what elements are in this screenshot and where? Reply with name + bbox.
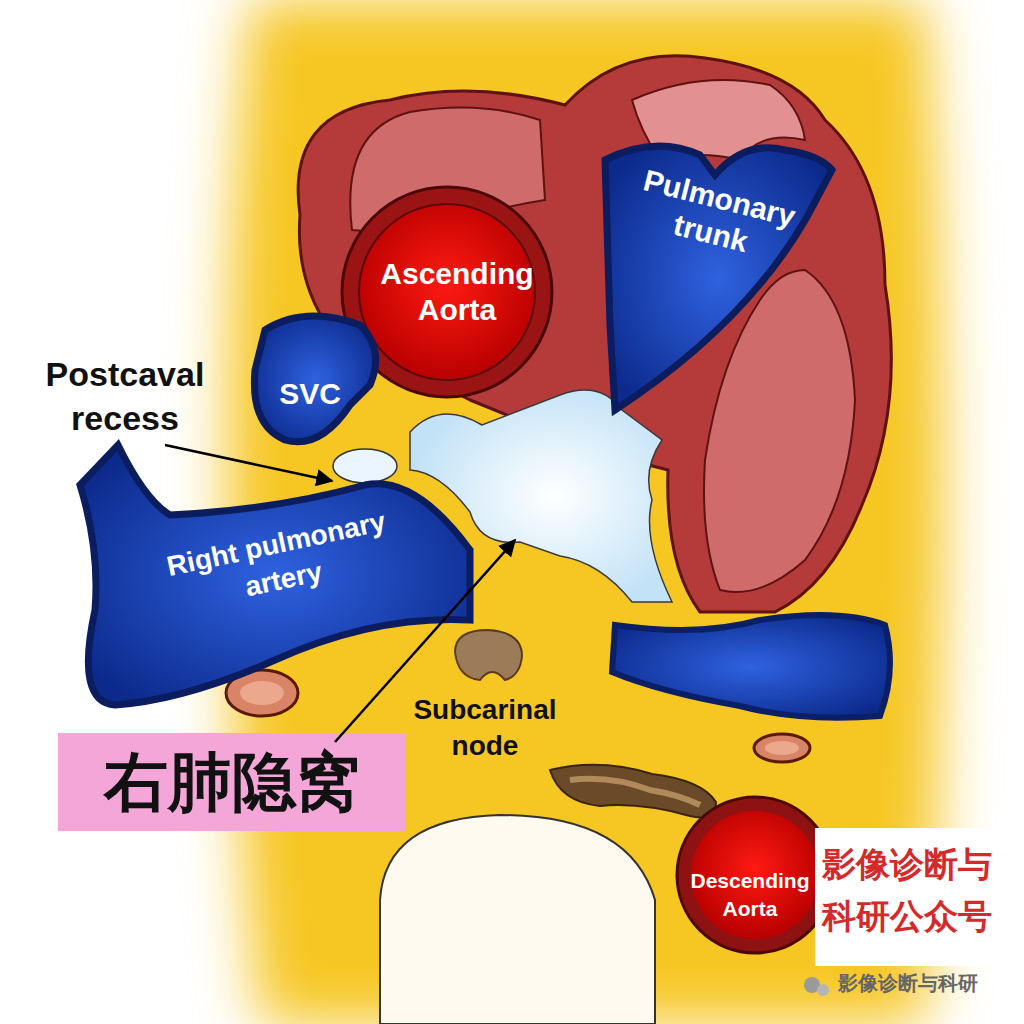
structure-label: Subcarinal node [385,692,585,764]
vertebral-body [380,815,655,1024]
callout-box: 右肺隐窝 [58,733,405,831]
esophagus-lumen [570,779,700,805]
left-pulmonary-artery [612,615,890,718]
bronchus-lumen [765,741,799,755]
leader-line [165,445,332,481]
bronchus-lumen [240,681,284,705]
right-pulmonary-artery: Right pulmonary artery [75,440,475,710]
node-text: 右肺隐窝 [58,745,405,819]
node-text: SVC [250,376,370,412]
vessel-wall [677,797,833,953]
esophagus [550,765,716,818]
watermark: 影像诊断与科研 [838,970,1018,996]
node-outline [595,125,840,415]
vessel-shape [80,445,470,705]
callout-fill [58,733,405,831]
watermark-panel [815,828,1024,966]
watermark: 影像诊断与科研公众号 [822,838,1012,942]
node-text: Descending Aorta [685,867,815,923]
bronchus [754,734,810,762]
descending-aorta: Descending Aorta [675,795,835,955]
pulmonary-trunk: Pulmonary trunk [595,125,840,415]
node-text: Ascending Aorta [367,256,547,328]
structure-label: Postcaval recess [20,352,230,440]
postcaval-recess [333,449,397,483]
vessel-shape [605,146,832,410]
subcarinal-node [455,630,522,680]
svc: SVC [245,310,385,460]
vessel-lumen [359,204,535,380]
wechat-icon [817,984,829,996]
